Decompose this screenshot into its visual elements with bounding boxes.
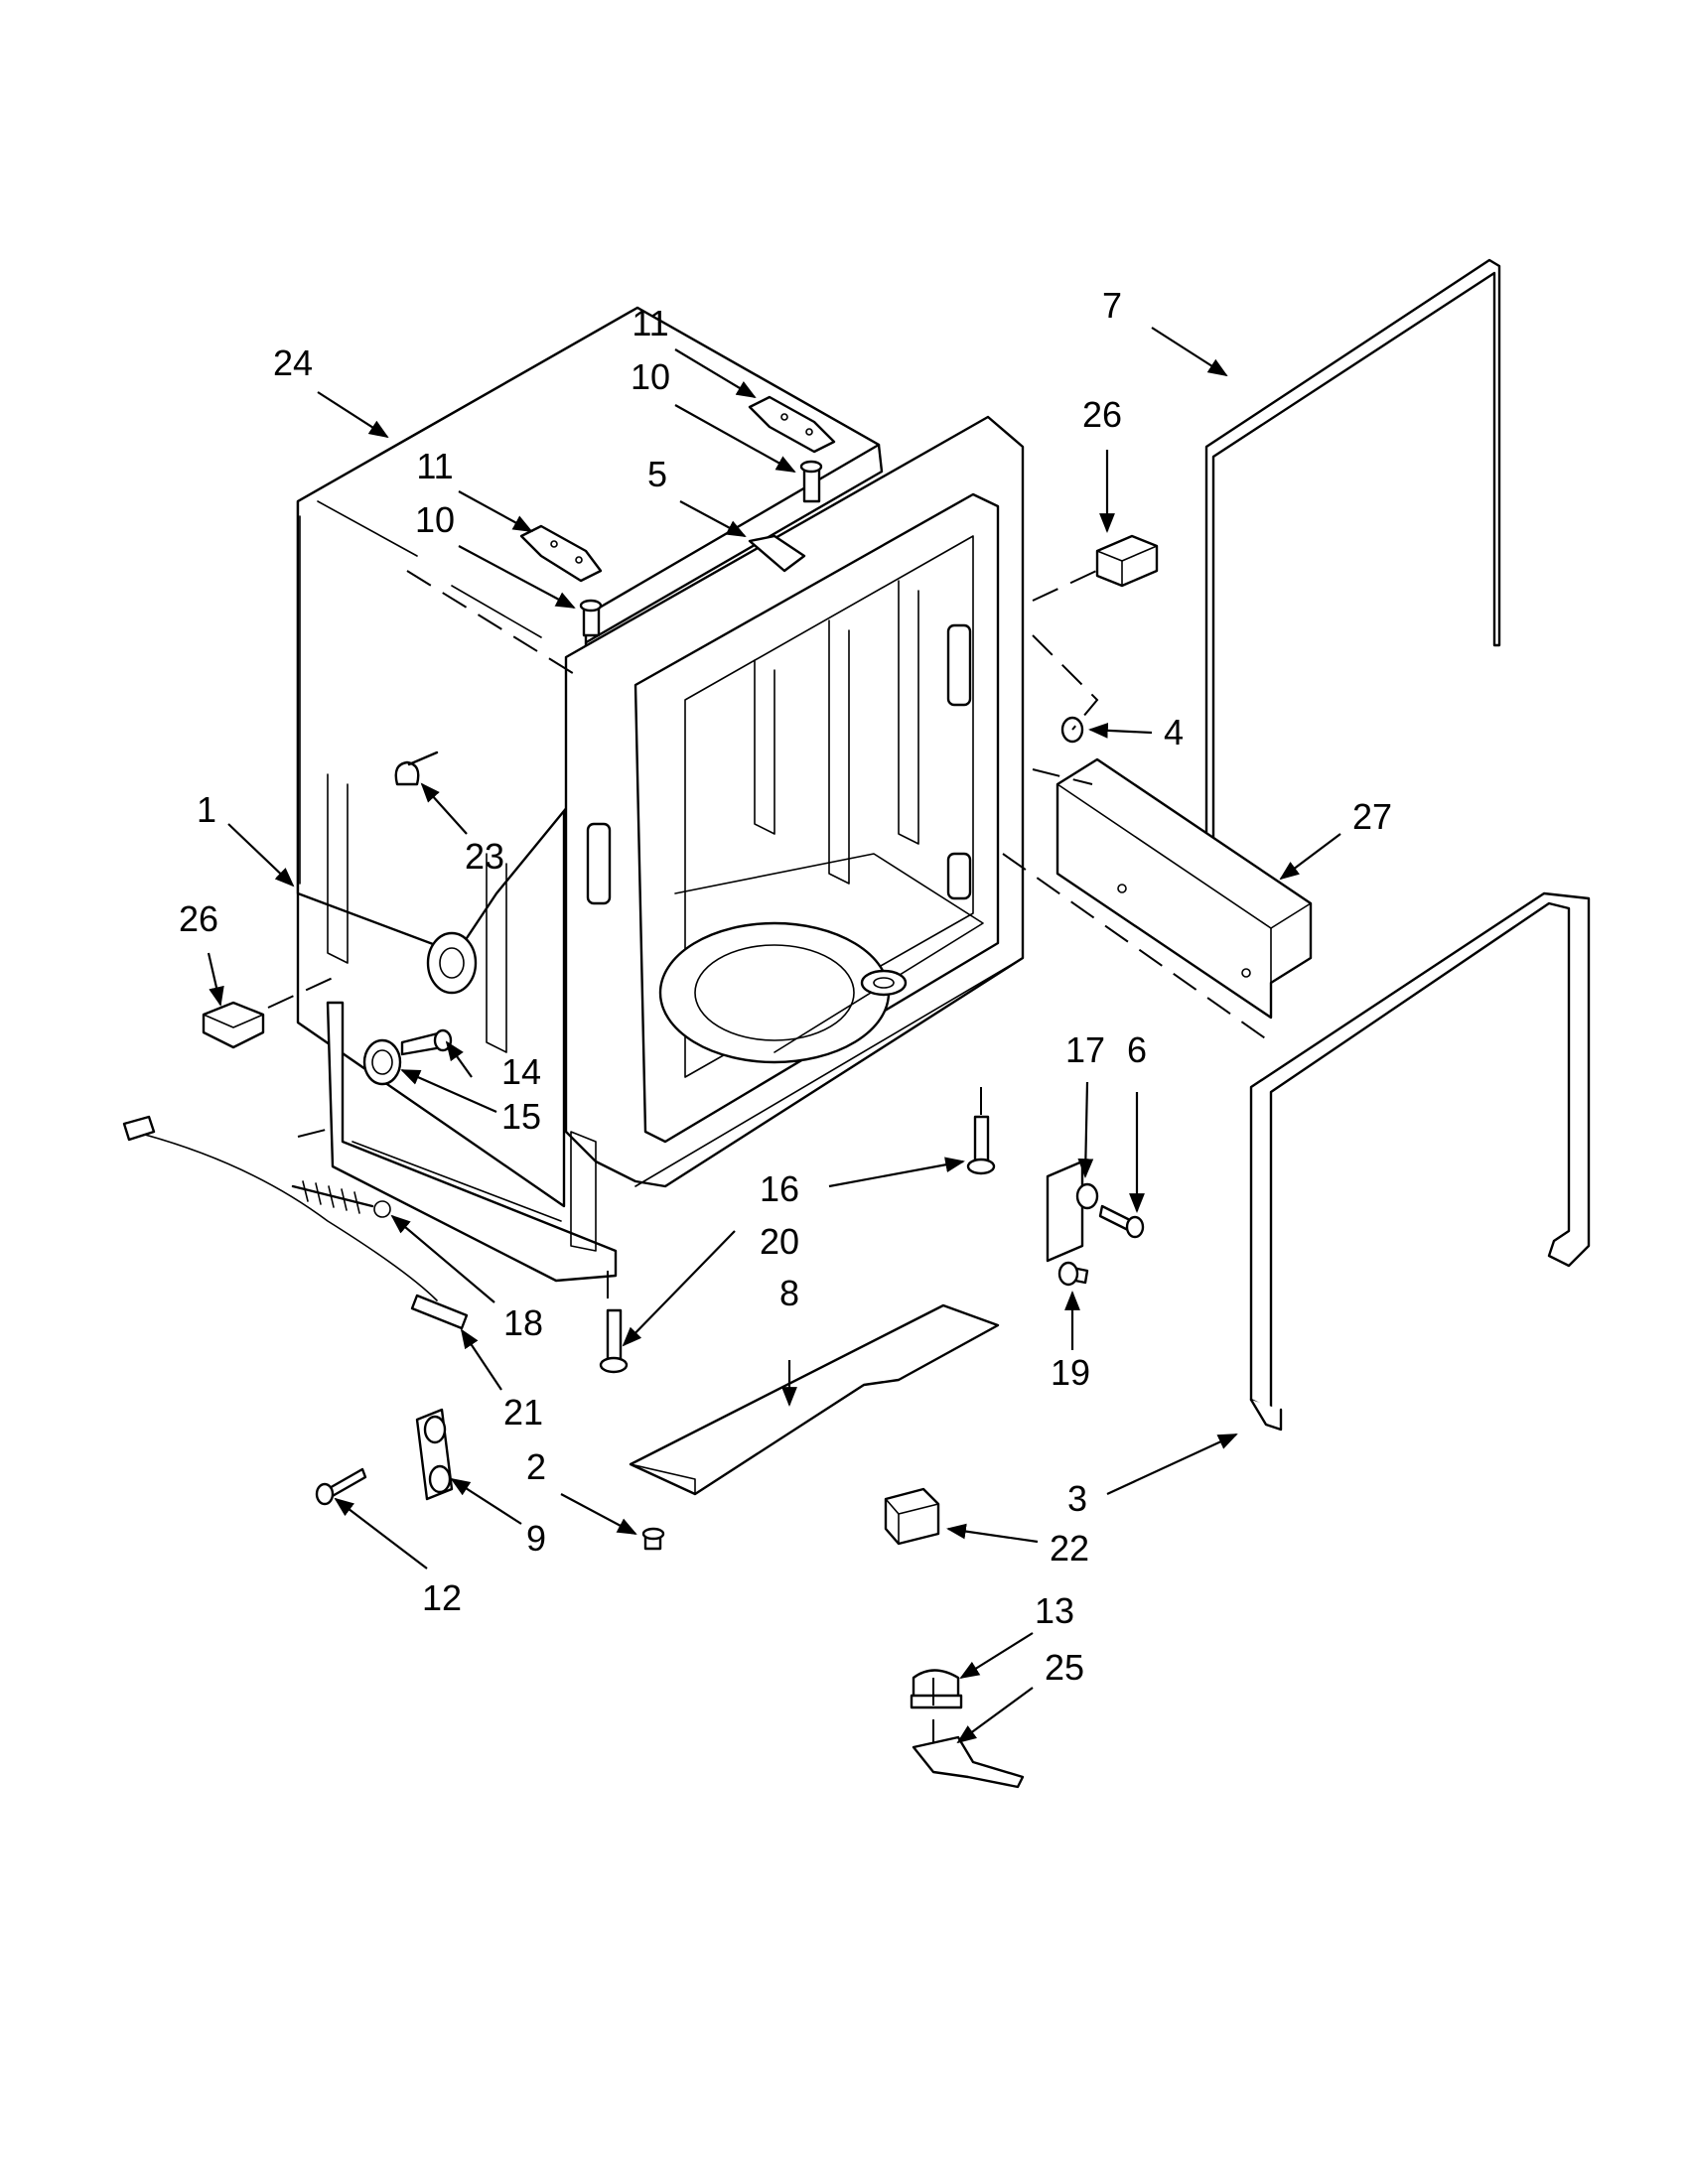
callout-20: 20 (760, 1221, 799, 1262)
part-19-screw (1057, 1261, 1089, 1287)
leader-23 (420, 782, 468, 835)
callout-9: 9 (526, 1518, 546, 1559)
callout-7: 7 (1102, 285, 1122, 326)
leader-10b (458, 545, 576, 609)
part-6-screw (1098, 1204, 1145, 1239)
part-27-panel (1055, 757, 1313, 1020)
part-11-bracket-lower (519, 524, 603, 583)
part-5-clip (748, 534, 806, 573)
callout-24: 24 (273, 342, 313, 383)
part-13-switch (910, 1669, 963, 1709)
leader-12 (334, 1497, 428, 1570)
callout-22: 22 (1050, 1528, 1089, 1569)
alignment-lines (267, 565, 1272, 1742)
callout-15: 15 (501, 1096, 541, 1137)
leader-25 (956, 1687, 1034, 1744)
part-14-screw (400, 1028, 453, 1056)
leader-11a (674, 348, 757, 399)
callout-3: 3 (1067, 1478, 1087, 1519)
leader-arrows (207, 327, 1341, 1744)
leader-5 (679, 500, 747, 537)
callout-1: 1 (197, 789, 216, 830)
part-3-tub-gasket (1249, 891, 1591, 1432)
leader-21 (460, 1328, 502, 1391)
leader-13 (959, 1632, 1034, 1680)
leader-22 (946, 1523, 1039, 1544)
part-11-bracket-upper (748, 395, 836, 454)
leader-24 (317, 391, 389, 439)
callout-8: 8 (779, 1273, 799, 1313)
callout-5: 5 (647, 454, 667, 494)
part-15-grommet (362, 1038, 402, 1086)
leader-27 (1279, 833, 1341, 881)
part-23-screw (394, 751, 439, 786)
leader-3 (1106, 1433, 1238, 1495)
callout-17: 17 (1065, 1029, 1105, 1070)
callout-26-left: 26 (179, 898, 218, 939)
leader-20 (622, 1230, 736, 1347)
callout-10-upper: 10 (631, 356, 670, 397)
callout-16: 16 (760, 1168, 799, 1209)
leader-1 (227, 823, 295, 887)
callout-11-upper: 11 (632, 303, 668, 343)
part-16-leg (966, 1115, 996, 1175)
part-18-spring (291, 1180, 391, 1218)
leader-9 (450, 1477, 522, 1525)
callout-27: 27 (1352, 796, 1392, 837)
part-2-foot (641, 1527, 665, 1551)
callout-2: 2 (526, 1446, 546, 1487)
base-plate-bracket (326, 1001, 618, 1283)
callout-13: 13 (1035, 1590, 1074, 1631)
part-21-cable (122, 1115, 469, 1330)
part-10-screw-upper (799, 460, 823, 503)
part-17-bracket (1046, 1160, 1099, 1263)
part-26-clip-upper (1095, 534, 1159, 588)
callout-21: 21 (503, 1392, 543, 1433)
callout-6: 6 (1127, 1029, 1147, 1070)
callout-19: 19 (1051, 1352, 1090, 1393)
part-25-bracket (912, 1735, 1025, 1789)
leader-7 (1151, 327, 1228, 377)
leader-17 (1077, 1081, 1094, 1178)
part-9-wheel (415, 1408, 454, 1501)
leader-11b (458, 490, 533, 532)
leader-18 (390, 1214, 495, 1303)
callout-labels: 24 11 10 11 10 5 7 26 4 27 1 23 26 14 15… (179, 285, 1392, 1688)
leader-10a (674, 404, 796, 473)
leader-4 (1088, 722, 1153, 739)
callout-18: 18 (503, 1302, 543, 1343)
part-12-bolt (315, 1467, 367, 1506)
part-26-clip-left (202, 1001, 265, 1049)
callout-23: 23 (465, 836, 504, 877)
leader-15 (400, 1068, 497, 1114)
callout-12: 12 (422, 1577, 462, 1618)
part-10-screw-lower (579, 599, 603, 637)
callout-11-lower: 11 (416, 446, 453, 486)
callout-4: 4 (1164, 712, 1184, 752)
leader-2 (560, 1493, 637, 1535)
part-20-leg (599, 1308, 629, 1374)
leader-16 (828, 1157, 965, 1188)
leader-14 (445, 1040, 473, 1078)
callout-10-lower: 10 (415, 499, 455, 540)
callout-25: 25 (1045, 1647, 1084, 1688)
part-7-door-gasket (1204, 258, 1501, 846)
leader-26b (207, 952, 224, 1007)
callout-26-upper: 26 (1082, 394, 1122, 435)
callout-14: 14 (501, 1051, 541, 1092)
part-22-connector (884, 1487, 940, 1546)
part-8-plate (629, 1303, 1000, 1496)
